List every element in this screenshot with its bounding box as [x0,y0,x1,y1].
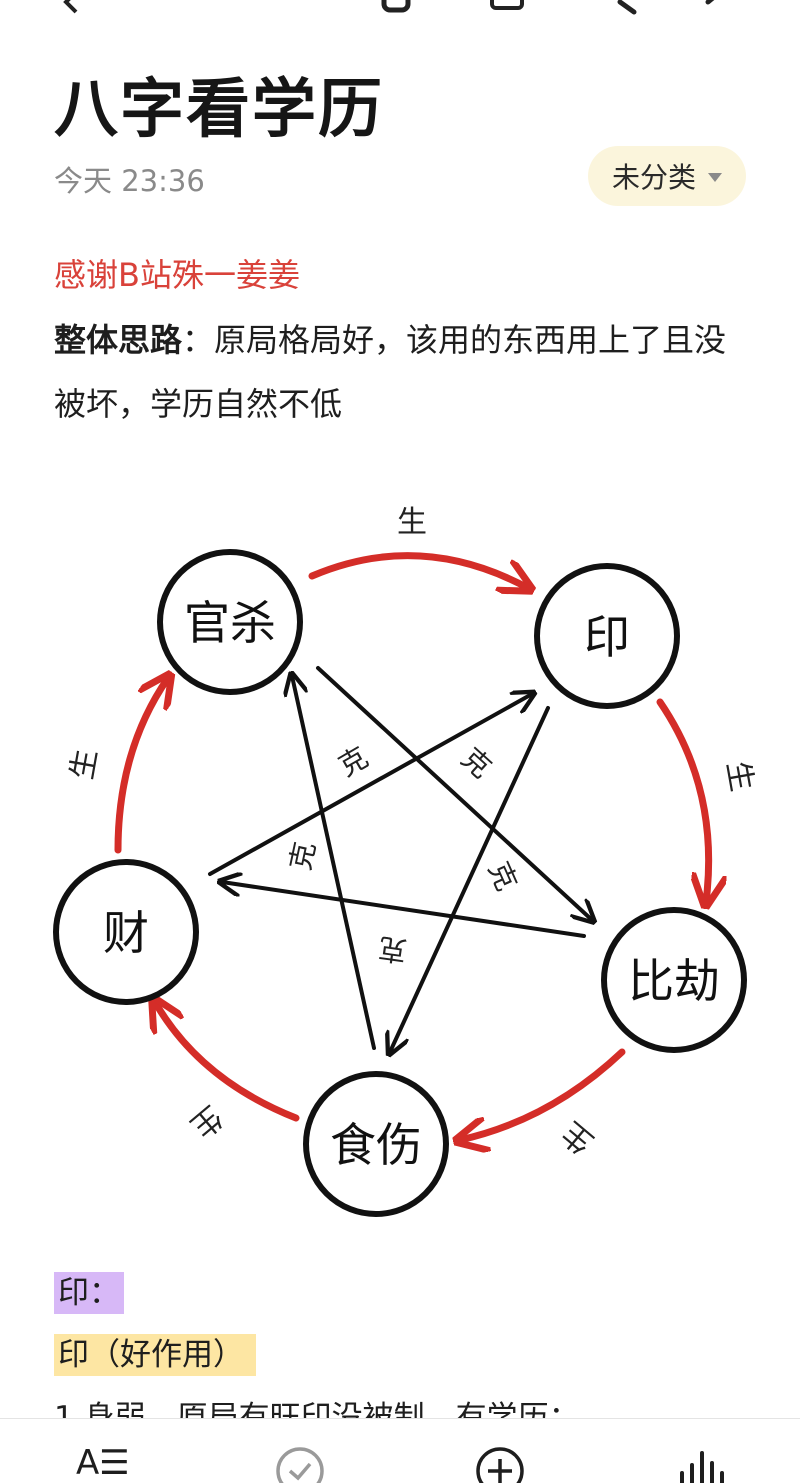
diagram-nodes: 官杀 印 比劫 食伤 财 [53,549,747,1217]
checkbox-icon [276,1447,324,1483]
arrow-guansha-to-bijie [316,666,592,920]
top-toolbar [0,0,800,20]
node-yin: 印 [534,563,680,709]
heading-seal[interactable]: 印： [54,1272,124,1314]
waveform-icon [680,1451,724,1483]
credit-line[interactable]: 感谢B站殊一姜姜 [54,256,300,294]
note-title[interactable]: 八字看学历 [54,73,384,147]
node-cai: 财 [53,859,199,1005]
category-dropdown[interactable]: 未分类 [588,146,746,206]
checklist-button[interactable] [272,1443,328,1483]
node-bijie: 比劫 [601,907,747,1053]
back-icon[interactable] [54,0,94,20]
more-icon[interactable] [698,0,738,20]
bottom-toolbar: A☰ [0,1418,800,1483]
category-label: 未分类 [611,161,696,194]
node-shishang-label: 食伤 [330,1118,422,1172]
control-arrows [208,666,592,1052]
label-generate-right: 生 [720,759,760,795]
label-control-5: 克 [377,931,409,968]
control-labels: 克 克 克 克 克 [284,740,524,967]
five-element-diagram: 生 生 生 生 生 克 克 克 克 克 官杀 印 比劫 食伤 财 [53,505,760,1217]
chevron-down-icon [708,173,722,182]
summary-paragraph[interactable]: 整体思路：原局格局好，该用的东西用上了且没被坏，学历自然不低 [54,308,754,436]
note-timestamp: 今天 23:36 [54,164,205,198]
format-text-icon: A☰ [76,1443,130,1483]
node-guansha-label: 官杀 [184,596,276,650]
arrow-bijie-to-shishang [460,1048,626,1140]
node-shishang: 食伤 [303,1071,449,1217]
node-bijie-label: 比劫 [628,954,720,1008]
search-icon[interactable] [596,0,646,20]
label-generate-bottom-left: 生 [183,1098,228,1144]
label-control-3: 克 [284,839,322,873]
format-text-button[interactable]: A☰ [76,1443,130,1483]
summary-label: 整体思路 [54,321,183,359]
arrow-guansha-to-yin [308,552,528,588]
arrow-shishang-to-cai [155,1002,300,1122]
arrow-cai-to-yin [208,694,532,876]
text-bold-icon[interactable] [380,0,420,20]
label-generate-top: 生 [397,505,427,540]
plus-circle-icon [476,1447,524,1483]
arrow-shishang-to-guansha [292,676,376,1050]
node-cai-label: 财 [103,906,149,960]
insert-button[interactable] [472,1443,528,1483]
node-guansha: 官杀 [157,549,303,695]
node-yin-label: 印 [584,610,630,664]
label-generate-left: 生 [65,747,105,783]
label-control-2: 克 [455,741,498,784]
heading-seal-good[interactable]: 印（好作用） [54,1334,256,1376]
summary-colon: ： [182,321,215,359]
label-generate-bottom-right: 生 [555,1114,600,1160]
arrow-bijie-to-cai [222,882,586,938]
label-control-4: 克 [482,857,524,896]
image-icon[interactable] [488,0,528,20]
arrow-cai-to-guansha [114,678,168,854]
arrow-yin-to-bijie [656,698,709,902]
summary-text: 原局格局好，该用的东西用上了且没被坏，学历自然不低 [54,321,727,423]
voice-input-button[interactable] [674,1443,730,1483]
label-control-1: 克 [333,740,374,783]
arrow-yin-to-shishang [390,706,550,1052]
generate-arrows [114,552,709,1140]
